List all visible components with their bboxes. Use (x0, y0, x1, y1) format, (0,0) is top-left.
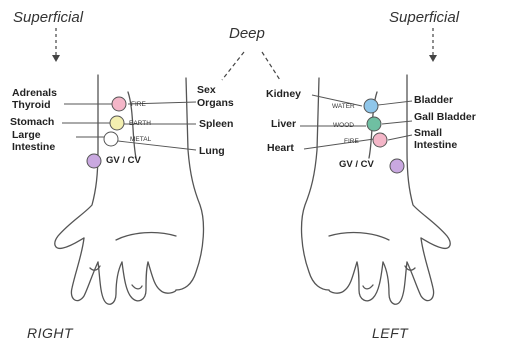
metal-point-right (104, 132, 118, 146)
earth-point-right (110, 116, 124, 130)
label-gall-bladder: Gall Bladder (414, 112, 476, 123)
fire-point-left (373, 133, 387, 147)
deep-arrow-left (222, 52, 244, 80)
gv-cv-label-right: GV / CV (106, 156, 141, 166)
label-intestine-right: Intestine (12, 142, 55, 153)
label-small: Small (414, 128, 442, 139)
element-wood-left: WOOD (333, 123, 354, 130)
deep-heading: Deep (229, 26, 265, 41)
element-fire-right: FIRE (131, 102, 146, 109)
water-point-left (364, 99, 378, 113)
left-hand-title: LEFT (372, 326, 408, 340)
label-kidney: Kidney (266, 89, 301, 100)
right-hand-title: RIGHT (27, 326, 73, 340)
label-bladder: Bladder (414, 95, 453, 106)
element-earth-right: EARTH (129, 121, 151, 128)
element-water-left: WATER (332, 104, 355, 111)
gv-cv-point-right (87, 154, 101, 168)
label-large: Large (12, 130, 41, 141)
label-organs: Organs (197, 98, 234, 109)
wood-point-left (367, 117, 381, 131)
label-adrenals: Adrenals (12, 88, 57, 99)
gv-cv-point-left (390, 159, 404, 173)
label-lung: Lung (199, 146, 225, 157)
label-spleen: Spleen (199, 119, 233, 130)
fire-point-right (112, 97, 126, 111)
label-stomach: Stomach (10, 117, 54, 128)
element-metal-right: METAL (130, 137, 151, 144)
element-fire-left: FIRE (344, 139, 359, 146)
superficial-right-arrowhead (429, 55, 437, 62)
label-intestine-left: Intestine (414, 140, 457, 151)
superficial-left-heading: Superficial (13, 10, 83, 25)
right-hand-outline (55, 75, 204, 304)
label-thyroid: Thyroid (12, 100, 51, 111)
label-sex: Sex (197, 85, 216, 96)
superficial-right-heading: Superficial (389, 10, 459, 25)
label-heart: Heart (267, 143, 294, 154)
gv-cv-label-left: GV / CV (339, 160, 374, 170)
label-liver: Liver (271, 119, 296, 130)
deep-arrow-right (262, 52, 280, 80)
superficial-left-arrowhead (52, 55, 60, 62)
